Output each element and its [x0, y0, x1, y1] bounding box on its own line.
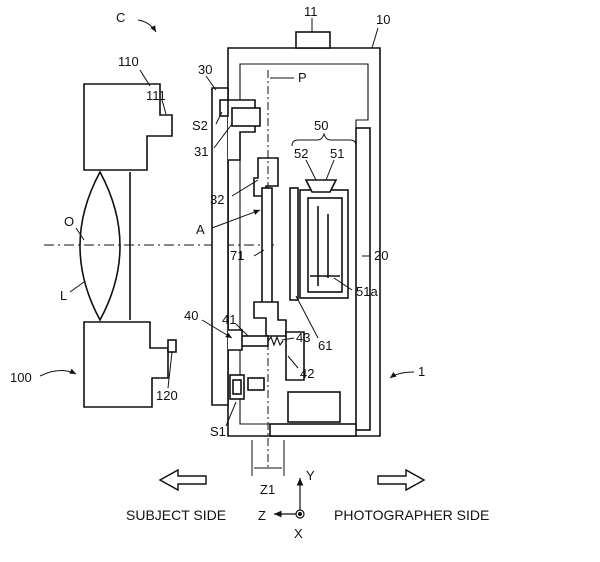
label-31: 31 — [194, 144, 208, 159]
subject-side-arrow — [158, 468, 207, 492]
leader-31 — [213, 123, 233, 149]
label-42: 42 — [300, 366, 314, 381]
leader-42 — [287, 355, 299, 369]
part-40-bracket — [228, 329, 243, 351]
label-10: 10 — [376, 12, 390, 27]
lower-block — [247, 377, 265, 391]
leader-120 — [167, 351, 173, 389]
label-1: 1 — [418, 364, 425, 379]
leader-111 — [161, 99, 167, 115]
leader-43 — [281, 337, 295, 341]
sensor-71 — [261, 187, 273, 317]
board-20 — [355, 127, 371, 431]
label-o: O — [64, 214, 74, 229]
leader-30 — [205, 75, 217, 91]
leader-s2 — [215, 111, 223, 125]
button-11 — [295, 31, 331, 49]
s2-sensor — [219, 99, 229, 117]
leader-50-brace — [291, 132, 357, 147]
leader-1 — [389, 371, 415, 379]
label-51a: 51a — [356, 284, 378, 299]
s1-inner — [232, 379, 242, 395]
part-61-plate — [289, 187, 299, 301]
leader-51 — [325, 159, 335, 181]
label-41: 41 — [222, 312, 236, 327]
leader-s1 — [225, 401, 237, 427]
camera-body-inner — [239, 63, 369, 425]
leader-o — [75, 227, 85, 241]
axis-label-x: X — [294, 526, 303, 541]
leader-c — [137, 19, 157, 33]
part-52-cone — [304, 179, 338, 193]
label-30: 30 — [198, 62, 212, 77]
lower-holder — [253, 301, 287, 337]
lens-housing-upper — [83, 83, 173, 171]
label-110: 110 — [118, 54, 139, 69]
lens-element — [79, 170, 121, 322]
leader-41 — [235, 323, 249, 337]
leader-10 — [371, 27, 379, 49]
label-71: 71 — [230, 248, 244, 263]
unit-51-inner — [307, 197, 343, 293]
leader-71 — [253, 249, 265, 257]
leader-51a — [333, 277, 353, 291]
part-31-block — [231, 107, 261, 127]
label-100: 100 — [10, 370, 32, 385]
label-43: 43 — [296, 330, 310, 345]
label-z1: Z1 — [260, 482, 275, 497]
label-20: 20 — [374, 248, 388, 263]
label-p: P — [298, 70, 307, 85]
leader-40 — [201, 319, 233, 339]
leader-a — [211, 209, 261, 229]
bottom-board — [287, 391, 341, 423]
photographer-side-arrow — [377, 468, 426, 492]
lens-contact — [167, 339, 177, 353]
leader-61 — [295, 295, 319, 339]
spring-43 — [267, 335, 284, 347]
label-51: 51 — [330, 146, 344, 161]
part-42-block — [285, 331, 305, 381]
label-52: 52 — [294, 146, 308, 161]
label-11: 11 — [304, 4, 318, 19]
leader-100 — [39, 368, 77, 377]
axis-label-z: Z — [258, 508, 266, 523]
label-a: A — [196, 222, 205, 237]
leader-l — [69, 281, 85, 293]
label-40: 40 — [184, 308, 198, 323]
lens-housing-lower — [83, 321, 169, 408]
label-32: 32 — [210, 192, 224, 207]
mount-30 — [211, 87, 229, 406]
label-l: L — [60, 288, 67, 303]
label-120: 120 — [156, 388, 178, 403]
label-61: 61 — [318, 338, 332, 353]
leader-110 — [139, 69, 151, 87]
label-111: 111 — [146, 88, 166, 103]
photographer-side-label: PHOTOGRAPHER SIDE — [334, 507, 489, 523]
subject-side-label: SUBJECT SIDE — [126, 507, 226, 523]
axis-label-y: Y — [306, 468, 315, 483]
label-c: C — [116, 10, 125, 25]
label-s1: S1 — [210, 424, 226, 439]
x-axis-dot — [298, 511, 303, 516]
label-s2: S2 — [192, 118, 208, 133]
label-50: 50 — [314, 118, 328, 133]
bottom-plate — [269, 423, 357, 437]
leader-32 — [231, 179, 259, 197]
leader-52 — [305, 159, 317, 181]
